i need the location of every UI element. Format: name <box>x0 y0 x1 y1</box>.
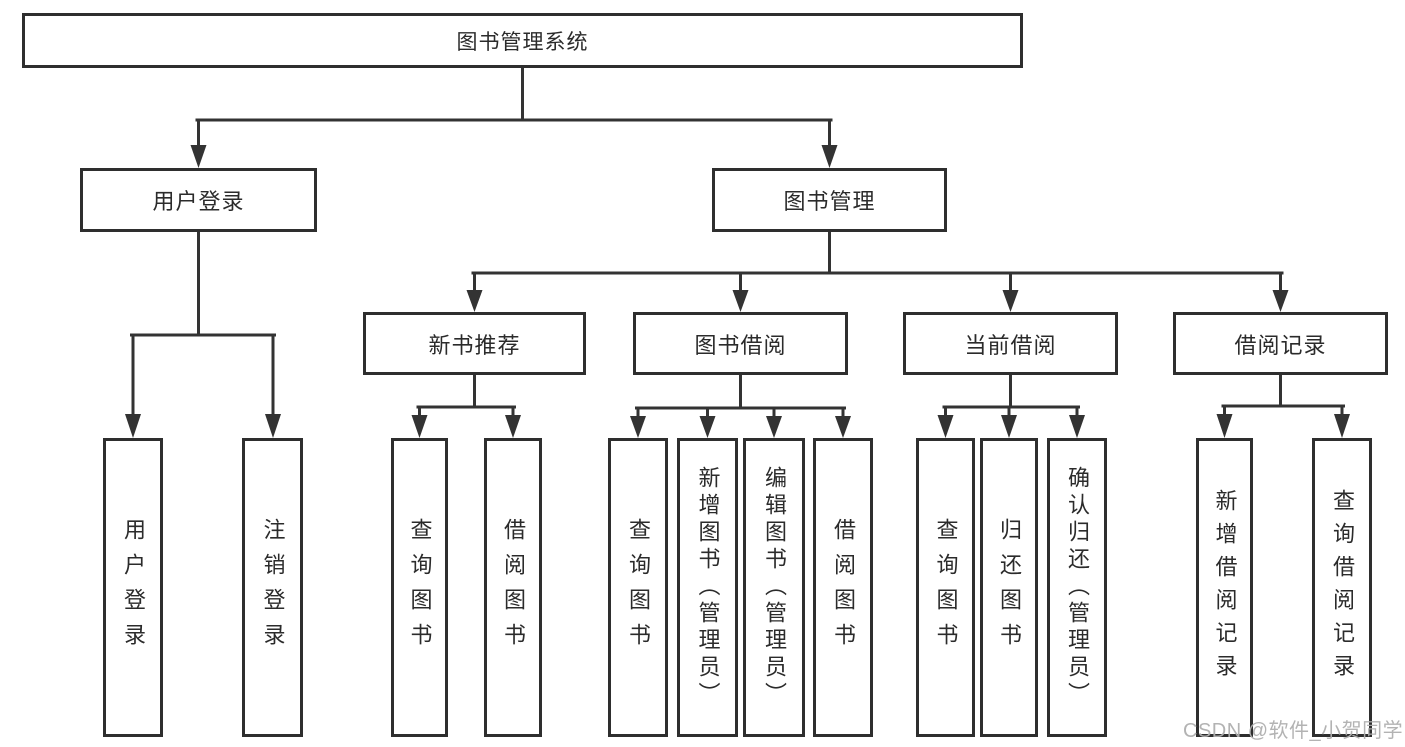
node-label: 归还图书 <box>997 517 1022 658</box>
connector-book-mgmt-to-level3 <box>466 230 1289 312</box>
leaf-query-borrow-record: 查询借阅记录 <box>1312 438 1372 737</box>
node-label: 新增借阅记录 <box>1212 488 1238 687</box>
node-borrow-records: 借阅记录 <box>1173 312 1388 375</box>
leaf-confirm-return-admin: 确认归还（管理员） <box>1047 438 1107 737</box>
leaf-edit-books-admin: 编辑图书（管理员） <box>743 438 805 737</box>
leaf-borrow-books-recommend: 借阅图书 <box>484 438 542 737</box>
node-label: 查询图书 <box>933 517 959 658</box>
node-label: 图书管理系统 <box>456 30 589 54</box>
leaf-user-login: 用户登录 <box>103 438 163 737</box>
node-current-borrow: 当前借阅 <box>903 312 1118 375</box>
leaf-add-books-admin: 新增图书（管理员） <box>677 438 738 737</box>
leaf-borrow-books: 借阅图书 <box>813 438 873 737</box>
connector-root-to-level2 <box>190 66 838 168</box>
node-label: 借阅图书 <box>501 517 526 658</box>
connector-new-books-branch <box>411 373 521 438</box>
csdn-watermark: CSDN @软件_小贺同学 <box>1183 720 1404 742</box>
connector-user-login-branch <box>125 230 281 438</box>
leaf-query-books-recommend: 查询图书 <box>391 438 448 737</box>
node-label: 图书借阅 <box>694 332 787 358</box>
node-label: 查询图书 <box>626 517 651 658</box>
node-label: 编辑图书（管理员） <box>762 466 787 709</box>
connector-current-borrow-branch <box>937 373 1085 438</box>
node-label: 借阅图书 <box>831 517 856 658</box>
node-label: 用户登录 <box>121 517 146 658</box>
connector-borrow-records-branch <box>1216 373 1350 438</box>
node-label: 确认归还（管理员） <box>1065 466 1090 709</box>
node-label: 查询借阅记录 <box>1330 488 1355 687</box>
leaf-logout: 注销登录 <box>242 438 303 737</box>
leaf-return-books: 归还图书 <box>980 438 1038 737</box>
leaf-query-books-borrow: 查询图书 <box>608 438 668 737</box>
node-label: 查询图书 <box>407 517 433 658</box>
node-label: 图书管理 <box>783 189 876 214</box>
node-book-management: 图书管理 <box>712 168 947 232</box>
node-label: 新增图书（管理员） <box>695 466 721 709</box>
node-label: 注销登录 <box>260 517 286 658</box>
node-label: 用户登录 <box>152 189 245 214</box>
connector-book-borrow-branch <box>630 373 851 438</box>
node-book-borrow: 图书借阅 <box>633 312 848 375</box>
node-label: 新书推荐 <box>428 332 521 358</box>
node-new-book-recommend: 新书推荐 <box>363 312 586 375</box>
node-user-login: 用户登录 <box>80 168 317 232</box>
node-root-library-system: 图书管理系统 <box>22 13 1023 68</box>
leaf-query-books-current: 查询图书 <box>916 438 975 737</box>
node-label: 借阅记录 <box>1234 332 1327 358</box>
leaf-add-borrow-record: 新增借阅记录 <box>1196 438 1253 737</box>
node-label: 当前借阅 <box>964 332 1057 358</box>
